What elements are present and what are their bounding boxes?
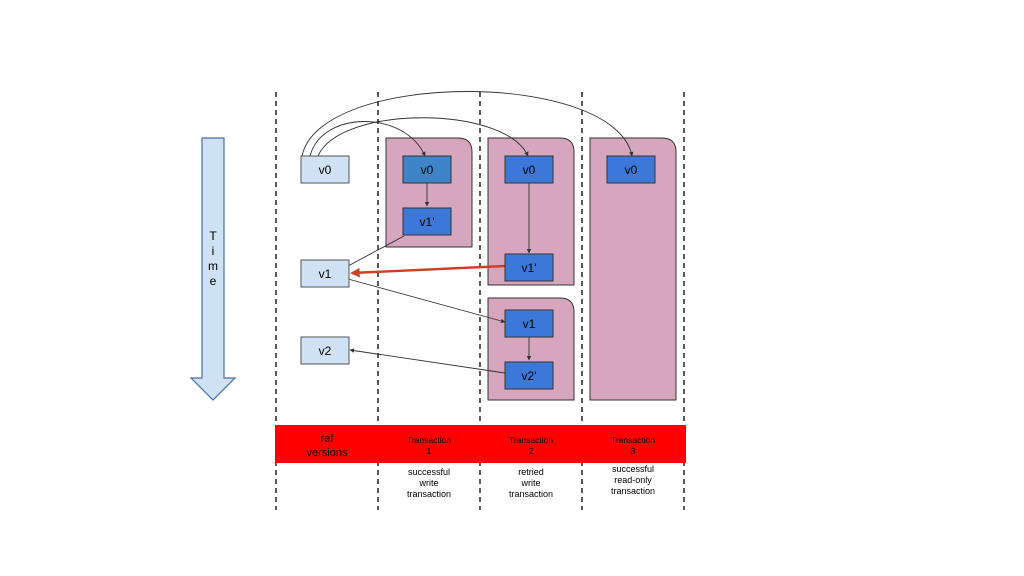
caption-t1-line3: transaction	[407, 489, 451, 499]
arrow-retry-commit-v2	[349, 348, 506, 374]
transaction1-label-line2: 1	[427, 446, 432, 456]
t1-v1-label: v1'	[420, 215, 435, 229]
transaction3-label-line2: 3	[631, 446, 636, 456]
panel-transaction3	[589, 137, 677, 401]
t2-retry-v2prime-label: v2'	[522, 369, 537, 383]
caption-t3-line3: transaction	[611, 486, 655, 496]
t1-v0-label: v0	[421, 163, 434, 177]
transaction1-label-line1: Transaction	[407, 435, 451, 445]
t2-v1prime-label: v1'	[522, 261, 537, 275]
arc-v0-to-t3	[301, 91, 634, 157]
t2-retry-v2prime-box: v2'	[504, 361, 554, 390]
ref-v2-box: v2	[300, 336, 350, 365]
ref-v1-label: v1	[319, 267, 332, 281]
column-dividers	[275, 92, 685, 510]
t2-retry-v1-label: v1	[523, 317, 536, 331]
captions: successful write transaction retried wri…	[407, 464, 655, 499]
t2-v1prime-box: v1'	[504, 253, 554, 282]
transaction2-boxes: v0 v1' v1 v2'	[504, 155, 554, 390]
caption-t3-line1: successful	[612, 464, 654, 474]
transaction3-label-line1: Transaction	[611, 435, 655, 445]
caption-t1-line1: successful	[408, 467, 450, 477]
caption-t3-line2: read-only	[614, 475, 652, 485]
ref-v2-label: v2	[319, 344, 332, 358]
arrow-t1-commit-v1	[347, 235, 405, 267]
connectors	[301, 91, 634, 374]
ref-versions-column: v0 v1 v2	[300, 155, 350, 365]
t3-v0-label: v0	[625, 163, 638, 177]
caption-t1-line2: write	[418, 478, 438, 488]
arc-v0-to-t1	[309, 121, 426, 157]
t3-v0-box: v0	[606, 155, 656, 184]
transaction2-label-line2: 2	[529, 446, 534, 456]
ref-v0-box: v0	[300, 155, 350, 184]
t2-retry-v1-box: v1	[504, 309, 554, 338]
transaction3-boxes: v0	[606, 155, 656, 184]
t1-v1-box: v1'	[402, 207, 452, 236]
ref-v0-label: v0	[319, 163, 332, 177]
arc-v0-to-t2	[317, 117, 529, 157]
t1-v0-box: v0	[402, 155, 452, 184]
ref-versions-label-line2: versions	[307, 447, 348, 459]
arrow-ref-v1-to-retry	[347, 278, 506, 324]
transaction1-boxes: v0 v1'	[402, 155, 452, 236]
t2-v0-label: v0	[523, 163, 536, 177]
caption-t2-line3: transaction	[509, 489, 553, 499]
caption-t2-line2: write	[520, 478, 540, 488]
ref-versions-label-line1: ref	[321, 433, 335, 445]
t2-v0-box: v0	[504, 155, 554, 184]
ref-v1-box: v1	[300, 259, 350, 288]
transaction2-label-line1: Transaction	[509, 435, 553, 445]
header-bar: ref versions Transaction 1 Transaction 2…	[275, 425, 686, 463]
red-conflict-arrow	[350, 264, 506, 278]
caption-t2-line1: retried	[518, 467, 544, 477]
